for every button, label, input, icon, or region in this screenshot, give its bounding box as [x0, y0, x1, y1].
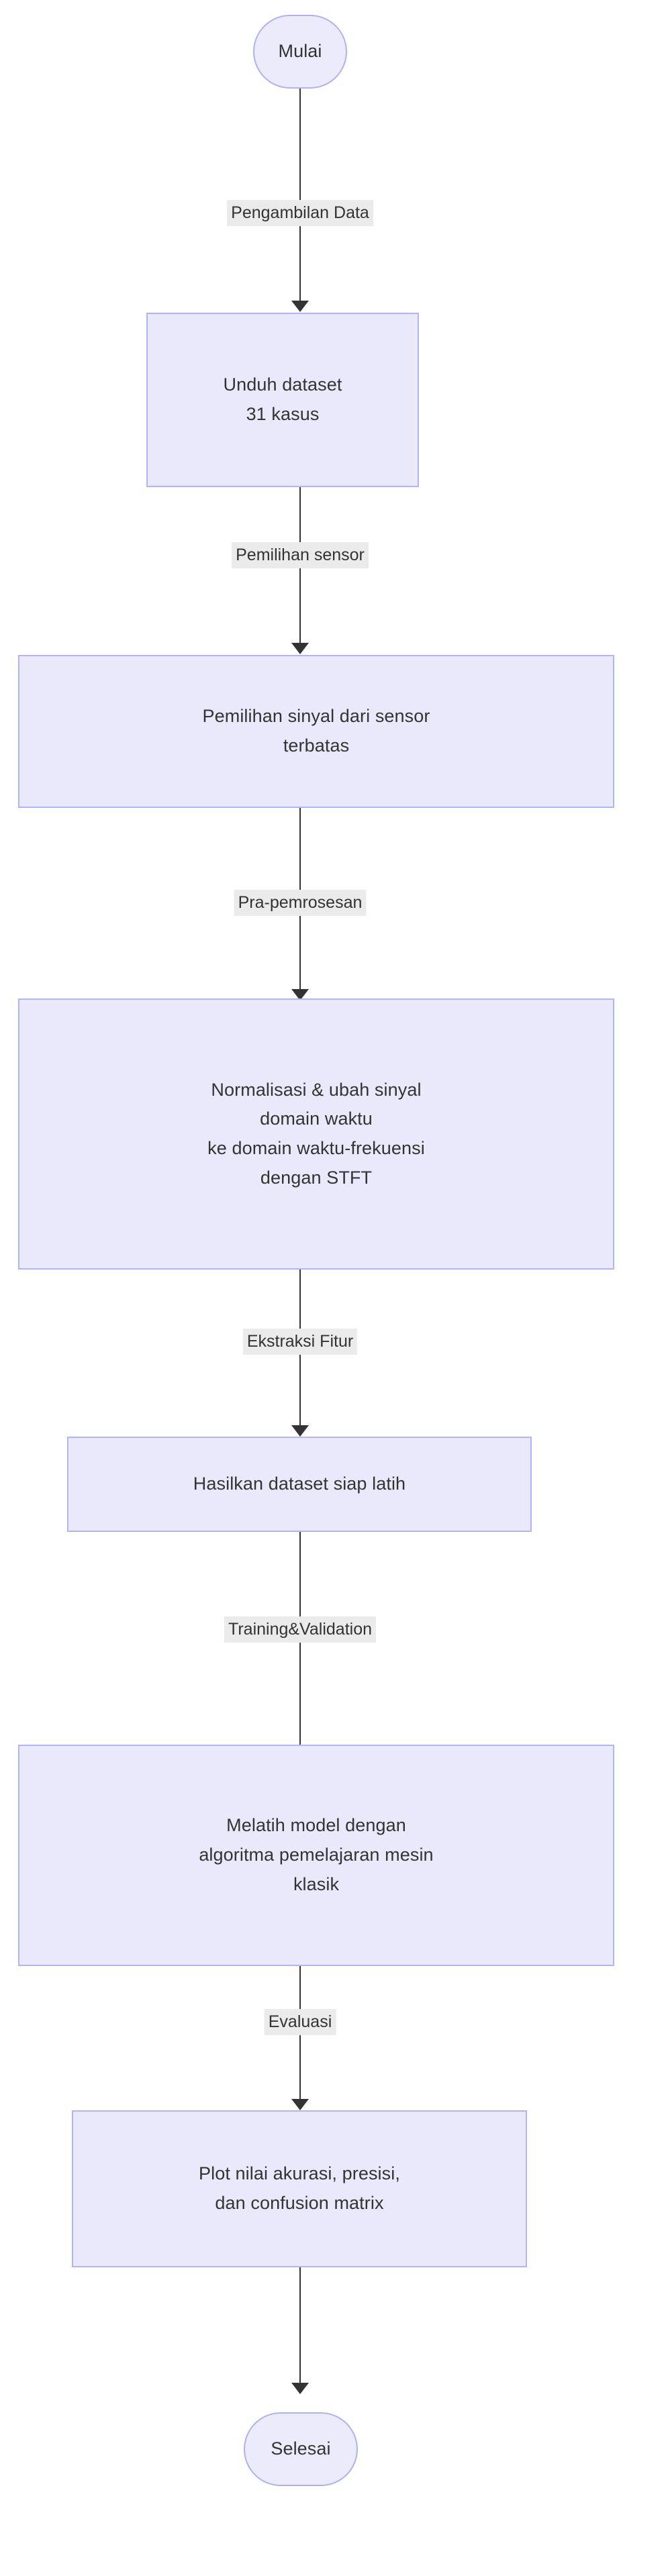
edge-mulai-unduh-line [299, 89, 301, 303]
edge-label-pemilihan-sensor: Pemilihan sensor [232, 542, 369, 568]
node-mulai-label: Mulai [278, 41, 322, 62]
edge-label-ekstraksi-fitur: Ekstraksi Fitur [242, 1329, 358, 1355]
edge-pemilihan-normalisasi-arrow [291, 989, 309, 1000]
edge-melatih-plot-arrow [291, 2099, 309, 2110]
node-plot-evaluasi[interactable]: Plot nilai akurasi, presisi,dan confusio… [72, 2110, 527, 2267]
edge-unduh-pemilihan-arrow [291, 643, 309, 654]
edge-label-pengambilan-data: Pengambilan Data [227, 200, 373, 226]
edge-label-pra-pemrosesan: Pra-pemrosesan [234, 890, 367, 916]
edge-normalisasi-hasilkan-arrow [291, 1425, 309, 1437]
node-plot-evaluasi-label: Plot nilai akurasi, presisi,dan confusio… [199, 2163, 400, 2213]
node-hasilkan-dataset-label: Hasilkan dataset siap latih [193, 1474, 406, 1494]
node-selesai-label: Selesai [271, 2438, 331, 2459]
edge-plot-selesai-arrow [291, 2383, 309, 2394]
edge-plot-selesai-line [299, 2267, 301, 2385]
node-mulai[interactable]: Mulai [253, 15, 347, 89]
edge-label-evaluasi: Evaluasi [264, 2009, 336, 2035]
edge-mulai-unduh-arrow [291, 301, 309, 312]
node-selesai[interactable]: Selesai [244, 2412, 358, 2486]
edge-label-training-validation: Training&Validation [224, 1616, 377, 1643]
node-hasilkan-dataset[interactable]: Hasilkan dataset siap latih [67, 1437, 532, 1532]
